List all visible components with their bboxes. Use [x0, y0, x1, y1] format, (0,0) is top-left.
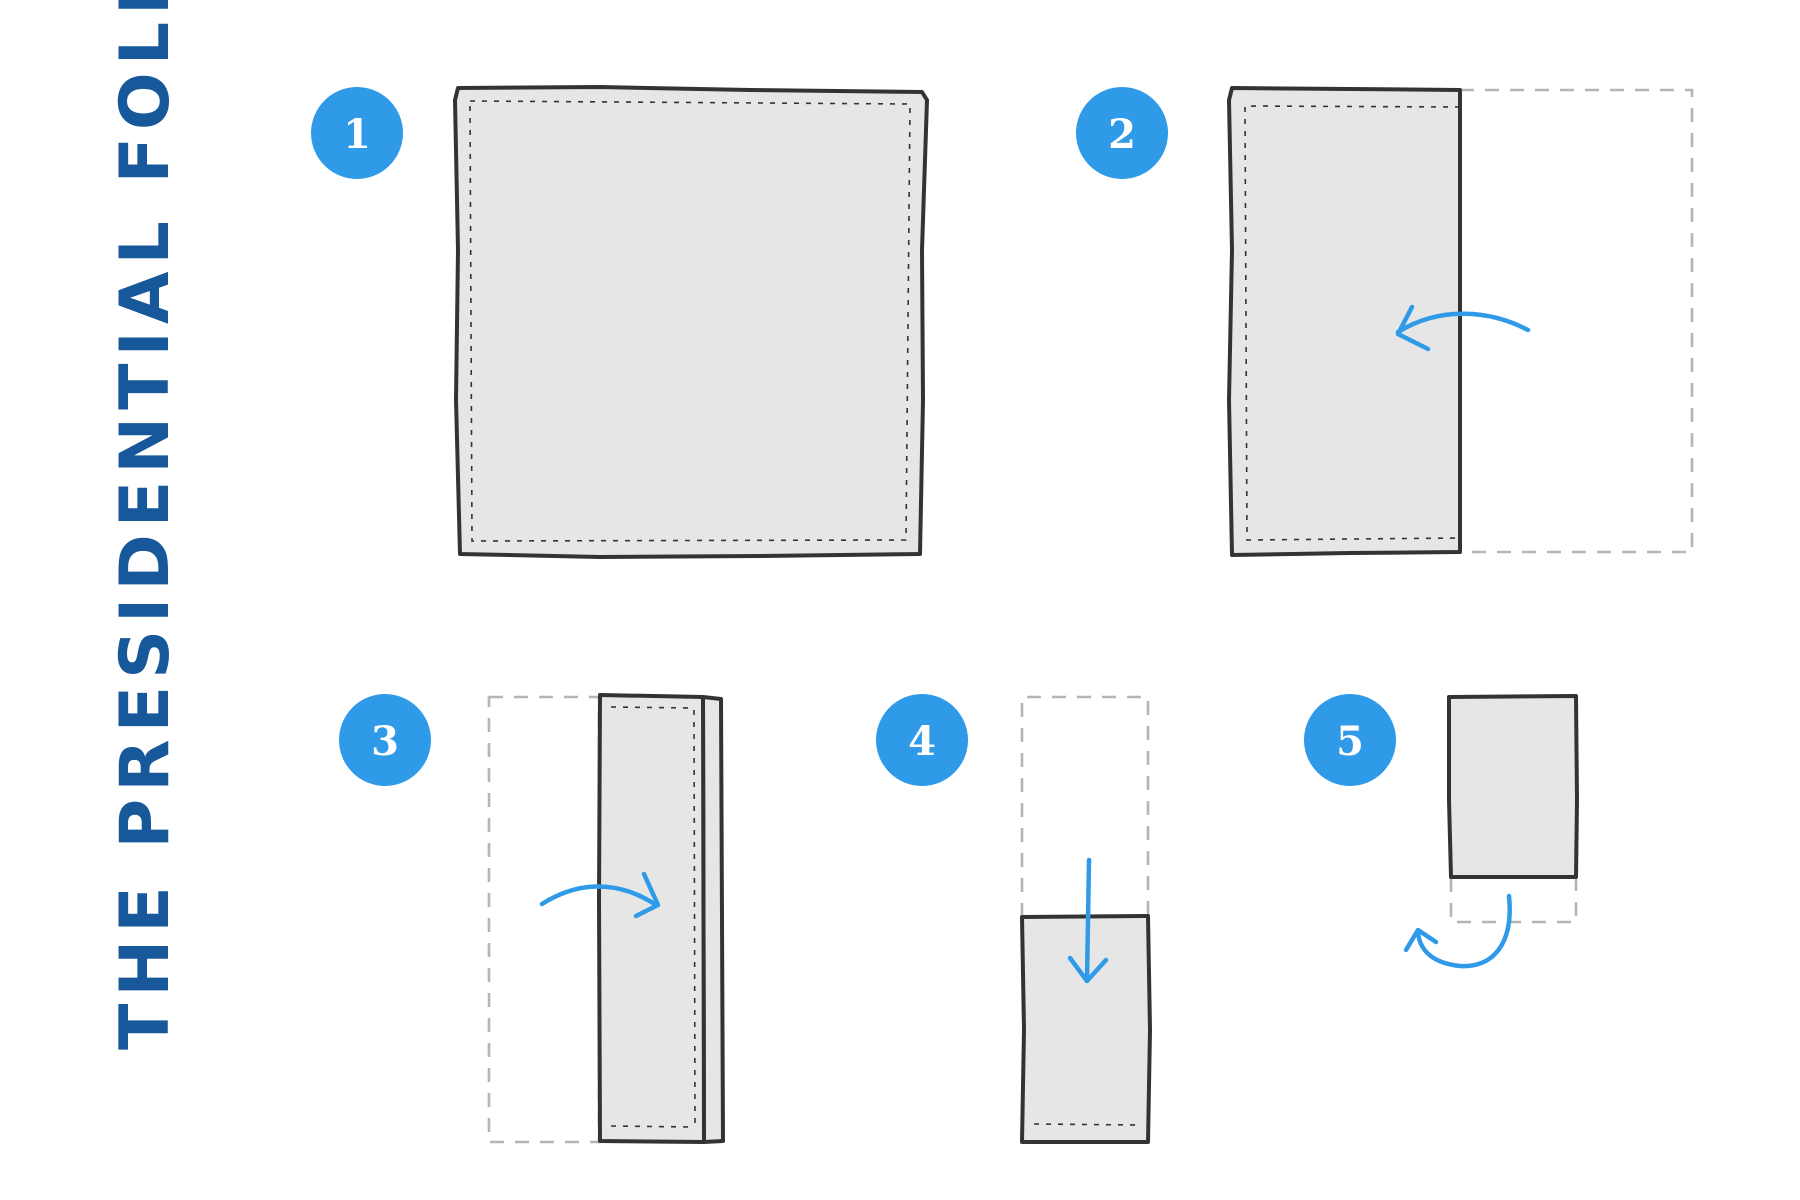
step-2-badge [1076, 87, 1168, 179]
step-2-fold-left-arrow [1395, 304, 1531, 352]
step-4-stitching [1033, 1123, 1139, 1126]
step-3-badge [339, 694, 431, 786]
step-3: 3 [339, 693, 725, 1144]
step-2: 2 [1076, 86, 1694, 557]
step-5-tuck-under-arrow [1403, 893, 1512, 969]
step-2-number: 2 [1108, 111, 1136, 158]
step-5-number: 5 [1336, 718, 1364, 765]
step-1-badge [311, 87, 403, 179]
step-5: 5 [1304, 694, 1579, 969]
step-1-stitching [469, 100, 911, 542]
step-2-folded-half [1227, 86, 1462, 557]
step-3-back-strip [701, 695, 725, 1144]
step-2-original-outline [1458, 88, 1694, 554]
step-3-original-outline [487, 695, 601, 1144]
step-5-badge [1304, 694, 1396, 786]
step-3-folded-third [597, 693, 706, 1144]
step-5-final-fold [1447, 694, 1579, 879]
step-4: 4 [876, 694, 1152, 1144]
step-4-original-outline [1020, 695, 1150, 917]
step-4-badge [876, 694, 968, 786]
step-3-stitching [610, 706, 696, 1128]
step-1: 1 [311, 85, 929, 559]
step-5-original-outline [1449, 878, 1578, 924]
step-4-folded-down [1020, 914, 1152, 1144]
diagram-title: THE PRESIDENTIAL FOLD [106, 0, 185, 1050]
step-1-number: 1 [343, 111, 371, 158]
step-3-fold-right-arrow [539, 871, 661, 919]
step-3-number: 3 [371, 718, 399, 765]
step-4-fold-down-arrow [1067, 857, 1109, 984]
step-2-stitching [1244, 105, 1461, 541]
step-4-number: 4 [908, 718, 936, 765]
step-1-handkerchief [453, 85, 929, 559]
